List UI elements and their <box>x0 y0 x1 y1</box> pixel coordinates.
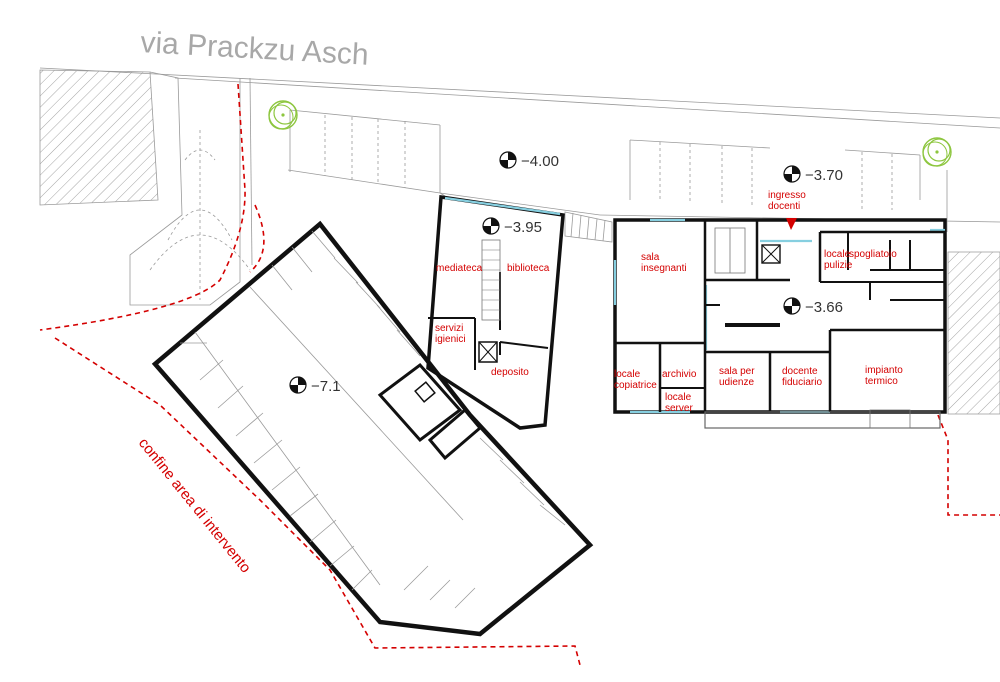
level-marker-icon <box>783 297 801 315</box>
parking-stalls-east <box>599 139 1000 232</box>
library-stair <box>481 239 501 321</box>
exterior-stair <box>564 211 613 243</box>
level-road-west: −4.00 <box>521 153 559 170</box>
hatched-area-east <box>947 251 1000 415</box>
ramp-west <box>39 69 253 306</box>
level-library-entry: −3.95 <box>504 219 542 236</box>
admin-walls <box>615 220 945 412</box>
label-mediateca: mediateca <box>436 263 483 274</box>
tree-icon <box>922 137 952 167</box>
admin-building <box>613 218 947 429</box>
level-marker-icon <box>289 376 307 394</box>
level-road-east: −3.70 <box>805 167 843 184</box>
parking-stalls-north <box>289 109 441 193</box>
library-building <box>426 194 565 430</box>
label-biblioteca: biblioteca <box>507 263 550 274</box>
label-archivio: archivio <box>662 369 697 380</box>
tree-icon <box>268 100 298 130</box>
exit-stair-south <box>704 409 941 429</box>
admin-stair <box>714 227 746 274</box>
site-context <box>39 67 1000 415</box>
level-marker-icon <box>482 217 500 235</box>
street-name: via Prackzu Asch <box>140 26 370 72</box>
property-boundary <box>39 83 1000 666</box>
level-parking: −7.1 <box>311 378 341 395</box>
parking-stalls <box>180 230 566 609</box>
level-marker-icon <box>783 165 801 183</box>
stair-core <box>377 362 483 461</box>
level-marker-icon <box>499 151 517 169</box>
entrance-arrow-icon <box>786 218 797 230</box>
parking-building <box>151 220 594 637</box>
level-admin-floor: −3.66 <box>805 299 843 316</box>
label-deposito: deposito <box>491 367 529 378</box>
label-spogliatoio: spogliatoio <box>849 249 897 260</box>
